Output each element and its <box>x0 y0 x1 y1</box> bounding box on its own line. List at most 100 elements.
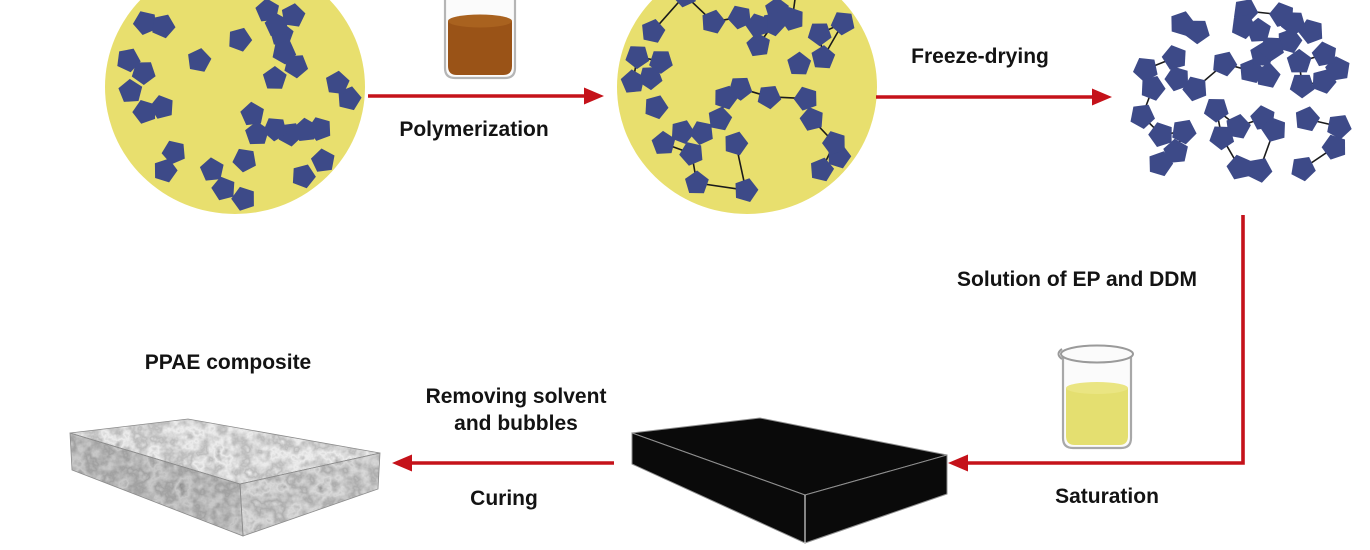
pentagon-particle-icon <box>779 7 803 31</box>
brown-solution-beaker-icon <box>443 0 517 80</box>
pentagon-particle-icon <box>1226 114 1251 139</box>
pentagon-particle-icon <box>799 107 823 131</box>
solution-ep-ddm-label: Solution of EP and DDM <box>957 268 1197 291</box>
pentagon-particle-icon <box>787 51 812 75</box>
pentagon-particle-icon <box>1311 41 1336 67</box>
pentagon-particle-icon <box>638 67 663 91</box>
pentagon-particle-icon <box>675 0 696 8</box>
pentagon-particle-icon <box>132 11 157 35</box>
freeze-dried-aerogel <box>1116 0 1352 206</box>
polymerization-arrow <box>368 87 604 105</box>
saturation-label: Saturation <box>1055 485 1159 508</box>
pentagon-particle-icon <box>620 69 645 93</box>
sphere-particle-icon <box>1116 88 1137 109</box>
sphere-particle-icon <box>1184 102 1205 123</box>
pentagon-particle-icon <box>1203 99 1229 123</box>
pentagon-particle-icon <box>326 70 350 94</box>
ppae-composite-slab <box>69 418 381 537</box>
arrowhead-right-icon <box>584 87 604 105</box>
pentagon-particle-icon <box>1286 48 1312 73</box>
sphere-particle-icon <box>1207 76 1228 97</box>
yellow-liquid-surface <box>1066 382 1128 394</box>
pentagon-particle-icon <box>263 118 287 142</box>
pentagon-particle-icon <box>149 95 173 119</box>
yellow-solution-beaker-icon <box>1057 344 1134 450</box>
pentagon-particle-icon <box>1164 66 1189 92</box>
pentagon-particle-icon <box>625 46 650 70</box>
pentagon-particle-icon <box>231 186 254 211</box>
pentagon-particle-icon <box>685 170 709 194</box>
pentagon-particle-icon <box>811 45 836 69</box>
sphere-particle-icon <box>1264 89 1285 110</box>
pentagon-particle-icon <box>310 148 335 172</box>
pentagon-particle-icon <box>245 121 269 145</box>
pentagon-particle-icon <box>1182 76 1207 102</box>
pentagon-particle-icon <box>1232 14 1257 40</box>
arrowhead-right-icon <box>1092 88 1112 106</box>
ppae-composite-label: PPAE composite <box>144 351 312 374</box>
pentagon-particle-icon <box>152 14 176 39</box>
pentagon-particle-icon <box>745 13 768 38</box>
pentagon-particle-icon <box>1130 104 1155 129</box>
curing-label: Curing <box>470 487 538 510</box>
pentagon-particle-icon <box>708 106 733 131</box>
sphere-particle-icon <box>1183 175 1204 196</box>
pentagon-particle-icon <box>1141 76 1166 101</box>
pentagon-particle-icon <box>229 27 253 52</box>
pentagon-particle-icon <box>1261 117 1285 142</box>
pentagon-particle-icon <box>161 140 185 165</box>
pentagon-particle-icon <box>822 131 845 155</box>
pentagon-particle-icon <box>728 77 753 101</box>
pentagon-particle-icon <box>1163 138 1188 163</box>
pentagon-particle-icon <box>1295 106 1320 132</box>
pentagon-particle-icon <box>1312 69 1337 94</box>
pentagon-particle-icon <box>117 48 141 73</box>
pentagon-particle-icon <box>645 95 669 120</box>
pentagon-particle-icon <box>807 23 832 47</box>
sphere-particle-icon <box>1270 155 1291 176</box>
pentagon-particle-icon <box>262 66 287 89</box>
pentagon-particle-icon <box>338 86 362 111</box>
filler-suspension-circle <box>105 0 365 214</box>
brown-liquid-surface <box>448 14 512 28</box>
pentagon-particle-icon <box>735 178 759 202</box>
removing-solvent-label: Removing solvent and bubbles <box>425 385 607 435</box>
pentagon-particle-icon <box>1133 58 1158 83</box>
pentagon-particle-icon <box>727 5 751 30</box>
sphere-particle-icon <box>1213 6 1234 27</box>
pentagon-particle-icon <box>651 130 676 154</box>
pentagon-particle-icon <box>131 62 156 85</box>
freeze-drying-label: Freeze-drying <box>911 45 1049 68</box>
pentagon-particle-icon <box>811 157 835 182</box>
pentagon-particle-icon <box>232 148 256 173</box>
pentagon-particle-icon <box>830 12 855 36</box>
pentagon-particle-icon <box>199 157 224 181</box>
pentagon-particle-icon <box>702 9 726 34</box>
pentagon-particle-icon <box>118 78 143 102</box>
sphere-particle-icon <box>1330 90 1351 111</box>
sphere-particle-icon <box>1206 159 1227 180</box>
pentagon-particle-icon <box>284 55 309 79</box>
pentagon-particle-icon <box>1278 28 1303 54</box>
yellow-liquid <box>1066 388 1128 445</box>
pentagon-particle-icon <box>725 131 749 156</box>
pentagon-particle-icon <box>264 12 289 36</box>
pentagon-particle-icon <box>1226 154 1251 180</box>
sphere-particle-icon <box>1235 80 1256 101</box>
brown-liquid <box>448 21 512 75</box>
pentagon-particle-icon <box>292 164 316 189</box>
pentagon-particle-icon <box>793 86 817 111</box>
pentagon-particle-icon <box>757 86 782 110</box>
pentagon-particle-icon <box>689 121 713 145</box>
pentagon-particle-icon <box>132 100 156 124</box>
curing-arrow <box>392 454 614 472</box>
pentagon-particle-icon <box>293 117 317 141</box>
sphere-particle-icon <box>1203 182 1224 203</box>
pentagon-particle-icon <box>1289 74 1315 99</box>
black-epoxy-slab <box>631 417 948 544</box>
pentagon-particle-icon <box>154 158 178 183</box>
pentagon-particle-icon <box>272 41 297 65</box>
sphere-particle-icon <box>1231 185 1252 206</box>
pentagon-particle-icon <box>240 101 264 126</box>
